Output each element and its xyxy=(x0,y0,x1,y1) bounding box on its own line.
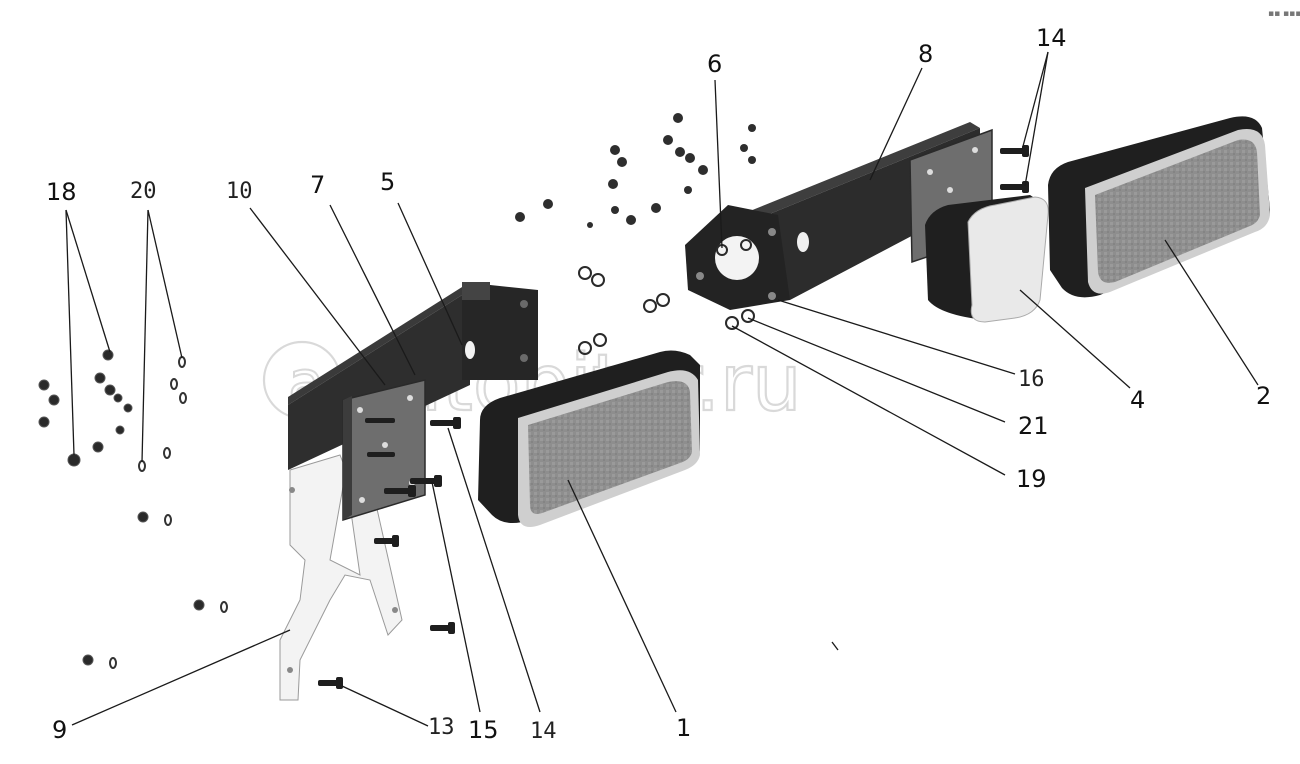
callout-10: 10 xyxy=(226,179,253,204)
leader-20b xyxy=(141,209,149,463)
callout-5: 5 xyxy=(380,168,395,196)
leader-21 xyxy=(747,317,1006,423)
leader-lines xyxy=(65,51,1259,727)
callout-14-bottom: 14 xyxy=(530,719,557,744)
right-flange xyxy=(685,205,790,310)
callout-20: 20 xyxy=(130,179,157,204)
leader-18a xyxy=(65,209,111,353)
callout-6: 6 xyxy=(707,50,722,78)
callout-2: 2 xyxy=(1256,382,1271,410)
callout-18: 18 xyxy=(46,178,77,206)
callout-1: 1 xyxy=(676,714,691,742)
leader-16 xyxy=(777,299,1016,375)
leader-10 xyxy=(249,207,386,386)
callout-16: 16 xyxy=(1018,367,1045,392)
callout-21: 21 xyxy=(1018,412,1049,440)
leader-5 xyxy=(397,202,463,346)
gasket-lamp xyxy=(925,195,1049,323)
left-nut-cluster xyxy=(38,349,228,669)
support-plate xyxy=(279,454,403,701)
callout-19: 19 xyxy=(1016,465,1047,493)
right-lamp xyxy=(1048,116,1270,298)
left-mounting-plate xyxy=(342,379,426,522)
stray-tick xyxy=(831,641,839,651)
left-bracket-beam xyxy=(288,282,538,470)
leader-20a xyxy=(147,209,183,359)
leader-19 xyxy=(731,325,1006,476)
callout-8: 8 xyxy=(918,40,933,68)
leader-18b xyxy=(65,209,75,456)
leader-14a xyxy=(1021,51,1049,151)
callout-15: 15 xyxy=(468,716,499,744)
leader-6 xyxy=(714,79,723,249)
callout-labels: 18 20 10 7 5 6 8 14 16 21 19 4 2 1 14 15… xyxy=(46,24,1271,744)
corner-mark: ▪▪ ▪▪▪ xyxy=(1268,9,1300,19)
leader-1 xyxy=(567,479,677,713)
leader-15 xyxy=(431,481,481,713)
leader-4 xyxy=(1019,289,1131,389)
callout-7: 7 xyxy=(310,171,325,199)
leader-14c xyxy=(447,427,541,713)
right-bolts xyxy=(1000,145,1029,193)
callout-9: 9 xyxy=(52,716,67,744)
leader-8 xyxy=(869,67,923,181)
leader-13 xyxy=(341,685,429,727)
left-bolts xyxy=(318,417,461,689)
callout-13: 13 xyxy=(428,715,455,740)
leader-7 xyxy=(329,204,416,376)
callout-14-top: 14 xyxy=(1036,24,1067,52)
leader-2 xyxy=(1164,239,1259,386)
top-nut-scatter xyxy=(515,113,756,228)
callout-4: 4 xyxy=(1130,386,1145,414)
leader-14b xyxy=(1024,51,1049,187)
leader-9 xyxy=(71,629,291,726)
